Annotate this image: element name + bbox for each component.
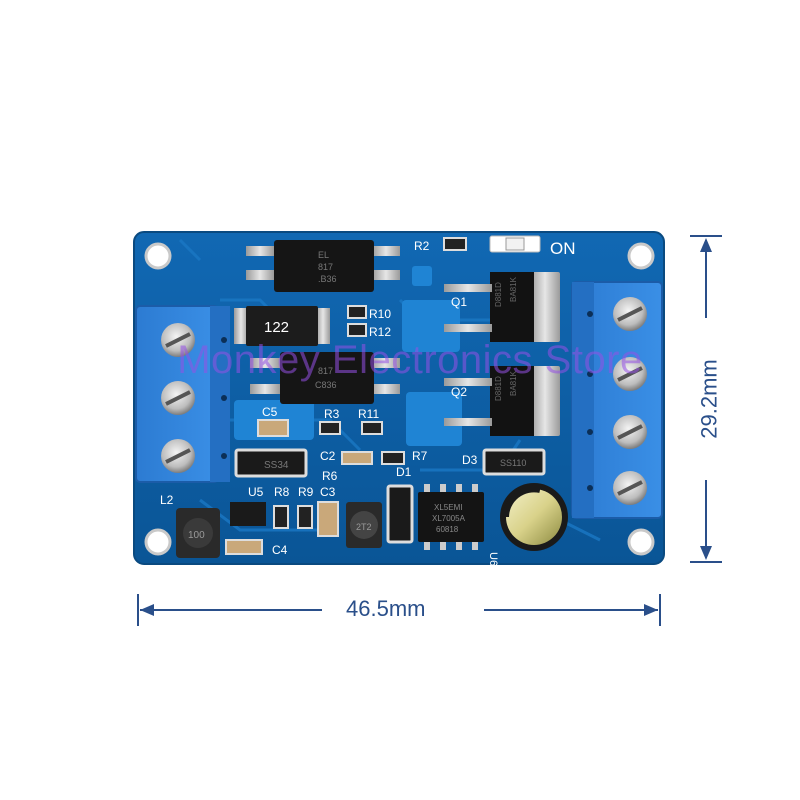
silkscreen-labels: R2 R10 R12 Q1 Q2 C5 R3 R11 C2 R6 R7 D1 D…: [160, 239, 499, 566]
electrolytic-capacitor: [500, 483, 568, 551]
opto2-text-2: C836: [315, 380, 337, 390]
terminal-block-left: [135, 305, 230, 483]
label-r6: R6: [322, 469, 338, 483]
mosfet-q2: D881D BA81K: [444, 366, 560, 436]
screw-terminal-1: [161, 323, 195, 357]
screw-terminal-5: [613, 357, 647, 391]
label-l2: L2: [160, 493, 174, 507]
regulator-ic: XL5EMI XL7005A 60818: [418, 484, 484, 550]
label-c5: C5: [262, 405, 278, 419]
optocoupler-1: EL 817 .B36: [246, 240, 400, 292]
ss110-text: SS110: [500, 458, 526, 468]
ic-text-1: XL5EMI: [434, 503, 462, 512]
label-r2: R2: [414, 239, 430, 253]
label-q1: Q1: [451, 295, 467, 309]
screw-terminal-7: [613, 471, 647, 505]
mosfet-q1: D881D BA81K: [444, 272, 560, 342]
height-label: 29.2mm: [696, 359, 722, 439]
screw-terminal-4: [613, 297, 647, 331]
ss34-text: SS34: [264, 460, 289, 471]
smd-resistor-122: 122: [234, 306, 330, 346]
q2-text-2: BA81K: [509, 370, 518, 396]
label-c2: C2: [320, 449, 336, 463]
label-r10: R10: [369, 307, 391, 321]
copper-pads: [234, 266, 462, 446]
opto1-text-3: .B36: [318, 274, 337, 284]
opto1-text-2: 817: [318, 262, 333, 272]
ic-text-3: 60818: [436, 525, 459, 534]
opto2-text-1: 817: [318, 366, 333, 376]
screw-terminal-6: [613, 415, 647, 449]
label-c3: C3: [320, 485, 336, 499]
resistor-code: 122: [264, 319, 289, 336]
label-r11: R11: [358, 407, 379, 421]
opto1-text-1: EL: [318, 250, 329, 260]
store-watermark: Monkey Electronics Store: [177, 338, 643, 382]
label-r9: R9: [298, 485, 314, 499]
label-r7: R7: [412, 449, 428, 463]
label-r8: R8: [274, 485, 290, 499]
mounting-holes: [144, 242, 655, 556]
inductor-text: 100: [188, 530, 205, 541]
label-d1: D1: [396, 465, 412, 479]
label-r12: R12: [369, 325, 391, 339]
on-label: ON: [550, 239, 576, 258]
label-c4: C4: [272, 543, 288, 557]
diode-vertical: [386, 484, 414, 544]
width-label: 46.5mm: [346, 596, 426, 621]
label-q2: Q2: [451, 385, 467, 399]
coil-inductor: 2T2: [346, 502, 382, 548]
smd-small-parts: [225, 237, 467, 555]
label-d3: D3: [462, 453, 478, 467]
terminal-block-right: [571, 281, 663, 519]
diode-ss34: SS34: [234, 448, 308, 478]
coil-text: 2T2: [356, 522, 372, 532]
inductor-l2: 100: [176, 508, 220, 558]
q1-text-1: D881D: [494, 282, 503, 307]
ic-text-2: XL7005A: [432, 514, 466, 523]
width-dimension: [137, 594, 661, 626]
screw-terminal-2: [161, 381, 195, 415]
diode-ss110: SS110: [482, 448, 546, 476]
height-dimension: [690, 235, 722, 563]
q1-text-2: BA81K: [509, 276, 518, 302]
optocoupler-2: 817 C836: [250, 352, 400, 404]
label-u6: U6: [487, 552, 499, 566]
q2-text-1: D881D: [494, 376, 503, 401]
screw-terminal-3: [161, 439, 195, 473]
label-r3: R3: [324, 407, 340, 421]
power-led: [489, 235, 541, 253]
label-u5: U5: [248, 485, 264, 499]
